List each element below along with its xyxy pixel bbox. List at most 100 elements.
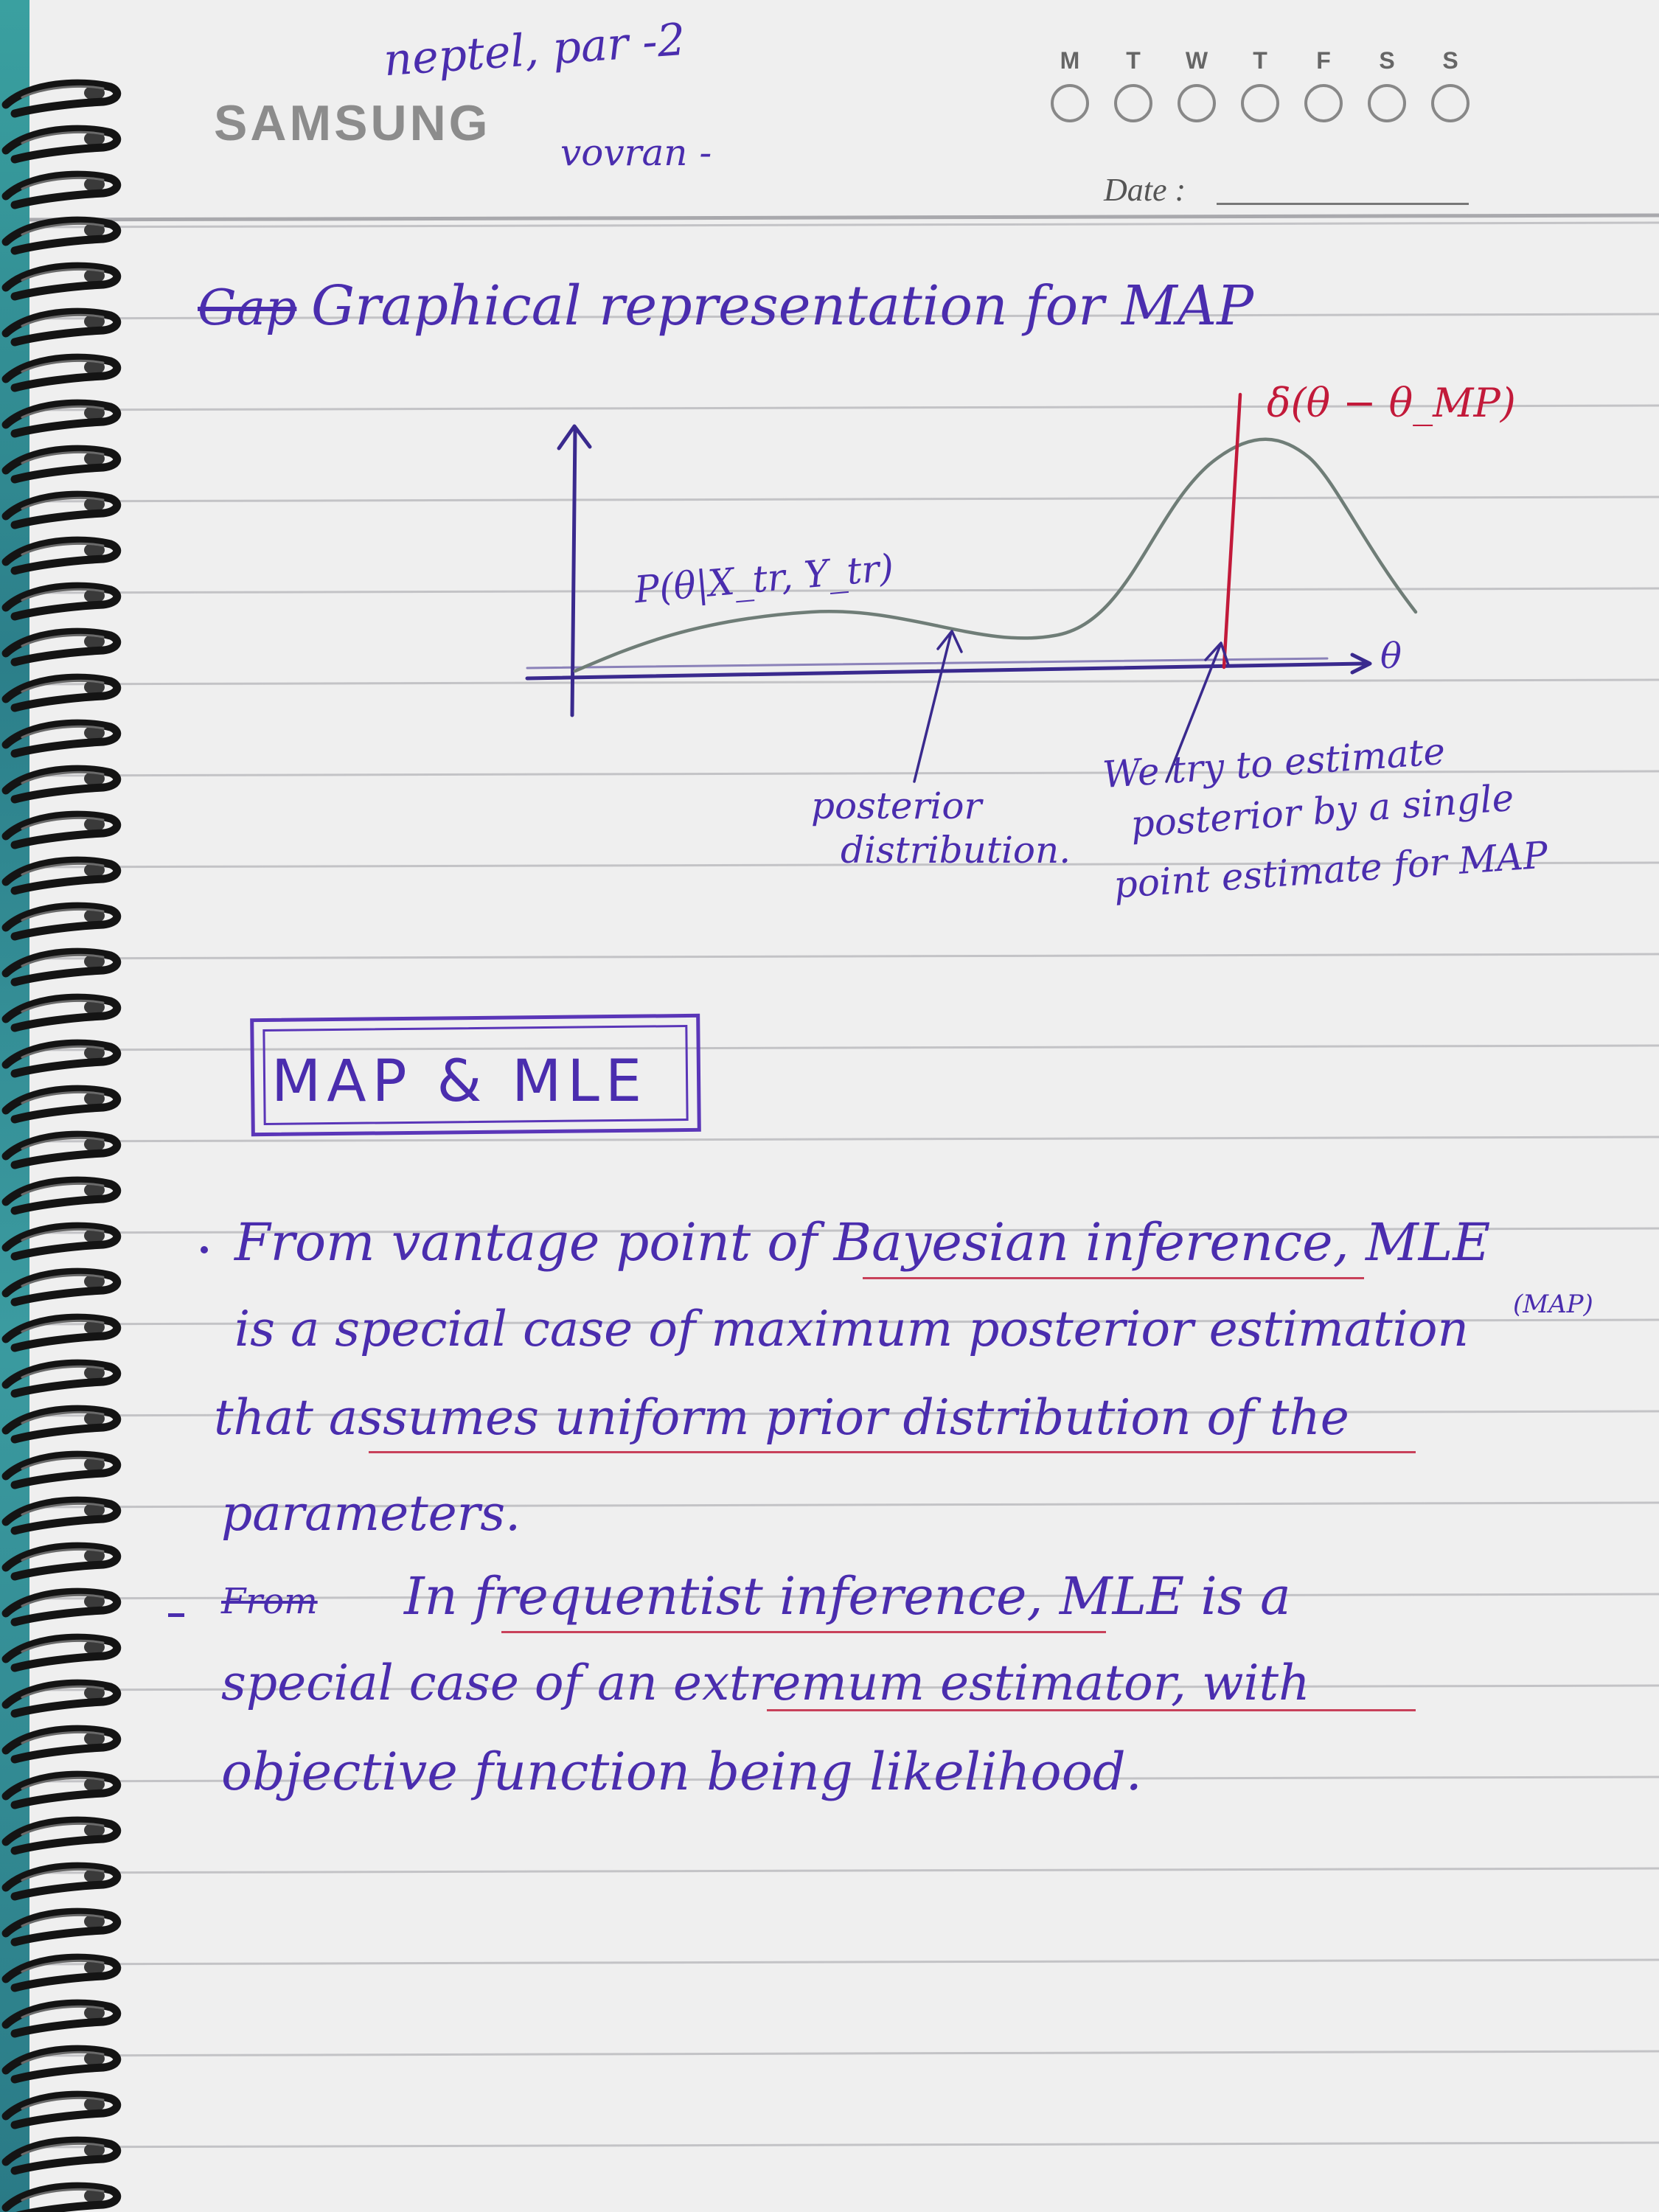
pointer-arrow-left: [913, 631, 953, 783]
delta-spike: [1222, 392, 1242, 669]
spiral-highlight: [21, 2188, 105, 2202]
spiral-coil: [1, 947, 122, 987]
x-axis-dash: [526, 657, 1329, 669]
spiral-highlight: [21, 1593, 105, 1607]
day-checkbox[interactable]: [1114, 84, 1152, 122]
ruled-line: [29, 1775, 1659, 1783]
spiral-coil: [1, 170, 122, 209]
binding-hole: [84, 1411, 105, 1426]
ruled-line: [29, 1044, 1659, 1051]
binding-hole: [84, 1000, 105, 1015]
spiral-coil: [1, 1313, 122, 1352]
spiral-highlight: [21, 85, 105, 99]
spiral-coil: [1, 399, 122, 438]
binding-hole: [84, 1274, 105, 1289]
spiral-coil: [1, 1679, 122, 1718]
binding-hole: [84, 451, 105, 466]
binding-hole: [84, 771, 105, 786]
underline-uniform-prior: [369, 1451, 1416, 1453]
binding-hole: [84, 1091, 105, 1106]
ruled-line: [29, 1958, 1659, 1966]
binding-hole: [84, 497, 105, 512]
spiral-coil: [1, 2136, 122, 2175]
weekday-fri[interactable]: F: [1302, 47, 1345, 122]
bullet-point: [201, 1246, 208, 1253]
delta-label: δ(θ − θ_MP): [1267, 380, 1516, 426]
para2-line1: In frequentist inference, MLE is a: [404, 1566, 1291, 1627]
ruled-line: [29, 1684, 1659, 1691]
spiral-highlight: [21, 1913, 105, 1927]
binding-hole: [84, 1548, 105, 1563]
date-label: Date :: [1104, 172, 1186, 208]
para1-line4: parameters.: [221, 1485, 521, 1542]
binding-hole: [84, 360, 105, 375]
day-letter: S: [1442, 47, 1458, 74]
spiral-highlight: [21, 268, 105, 282]
spiral-coil: [1, 125, 122, 164]
binding-hole: [84, 1640, 105, 1655]
binding-hole: [84, 268, 105, 283]
day-letter: F: [1316, 47, 1331, 74]
ruled-line: [29, 1135, 1659, 1143]
ruled-line: [29, 221, 1659, 229]
spiral-highlight: [21, 496, 105, 510]
pointer-arrow-right: [1165, 644, 1222, 783]
binding-hole: [84, 86, 105, 100]
binding-hole: [84, 1960, 105, 1975]
binding-hole: [84, 1731, 105, 1746]
spiral-coil: [1, 627, 122, 667]
underline-bayesian: [863, 1277, 1364, 1279]
spiral-highlight: [21, 1731, 105, 1745]
struck-word: Gap: [198, 279, 297, 336]
day-checkbox[interactable]: [1051, 84, 1089, 122]
weekday-mon[interactable]: M: [1048, 47, 1091, 122]
weekday-tue[interactable]: T: [1112, 47, 1155, 122]
spiral-coil: [1, 1405, 122, 1444]
paper-sheet: [29, 0, 1659, 2212]
day-letter: T: [1126, 47, 1141, 74]
ruled-line: [29, 861, 1659, 869]
weekday-sat[interactable]: S: [1366, 47, 1408, 122]
spiral-highlight: [21, 1776, 105, 1790]
spiral-coil: [1, 1633, 122, 1672]
spiral-highlight: [21, 1868, 105, 1882]
ruled-line: [29, 678, 1659, 686]
spiral-coil: [1, 902, 122, 941]
spiral-coil: [1, 1085, 122, 1124]
spiral-coil: [1, 1816, 122, 1855]
spiral-highlight: [21, 1091, 105, 1105]
spiral-highlight: [21, 725, 105, 739]
binding-hole: [84, 223, 105, 237]
superscript-map: (MAP): [1513, 1290, 1593, 1319]
day-checkbox[interactable]: [1368, 84, 1406, 122]
weekday-thu[interactable]: T: [1239, 47, 1281, 122]
ruled-line: [29, 313, 1659, 320]
weekday-sun[interactable]: S: [1429, 47, 1472, 122]
para2-line3: objective function being likelihood.: [221, 1742, 1142, 1802]
binding-hole: [84, 1868, 105, 1883]
spiral-highlight: [21, 999, 105, 1013]
spiral-coil: [1, 673, 122, 712]
day-letter: S: [1379, 47, 1395, 74]
spiral-highlight: [21, 1319, 105, 1333]
binding-hole: [84, 2051, 105, 2066]
day-checkbox[interactable]: [1431, 84, 1470, 122]
ruled-line: [29, 1227, 1659, 1234]
binding-hole: [84, 177, 105, 192]
date-field[interactable]: [1217, 203, 1469, 205]
binding-hole: [84, 2097, 105, 2112]
spiral-highlight: [21, 679, 105, 693]
spiral-highlight: [21, 1639, 105, 1653]
day-checkbox[interactable]: [1241, 84, 1279, 122]
ruled-line: [29, 587, 1659, 594]
binding-hole: [84, 1777, 105, 1792]
binding-hole: [84, 1686, 105, 1700]
day-checkbox[interactable]: [1304, 84, 1343, 122]
day-checkbox[interactable]: [1178, 84, 1216, 122]
binding-hole: [84, 588, 105, 603]
binding-hole: [84, 908, 105, 923]
spiral-coil: [1, 719, 122, 758]
weekday-wed[interactable]: W: [1175, 47, 1218, 122]
spiral-highlight: [21, 816, 105, 830]
